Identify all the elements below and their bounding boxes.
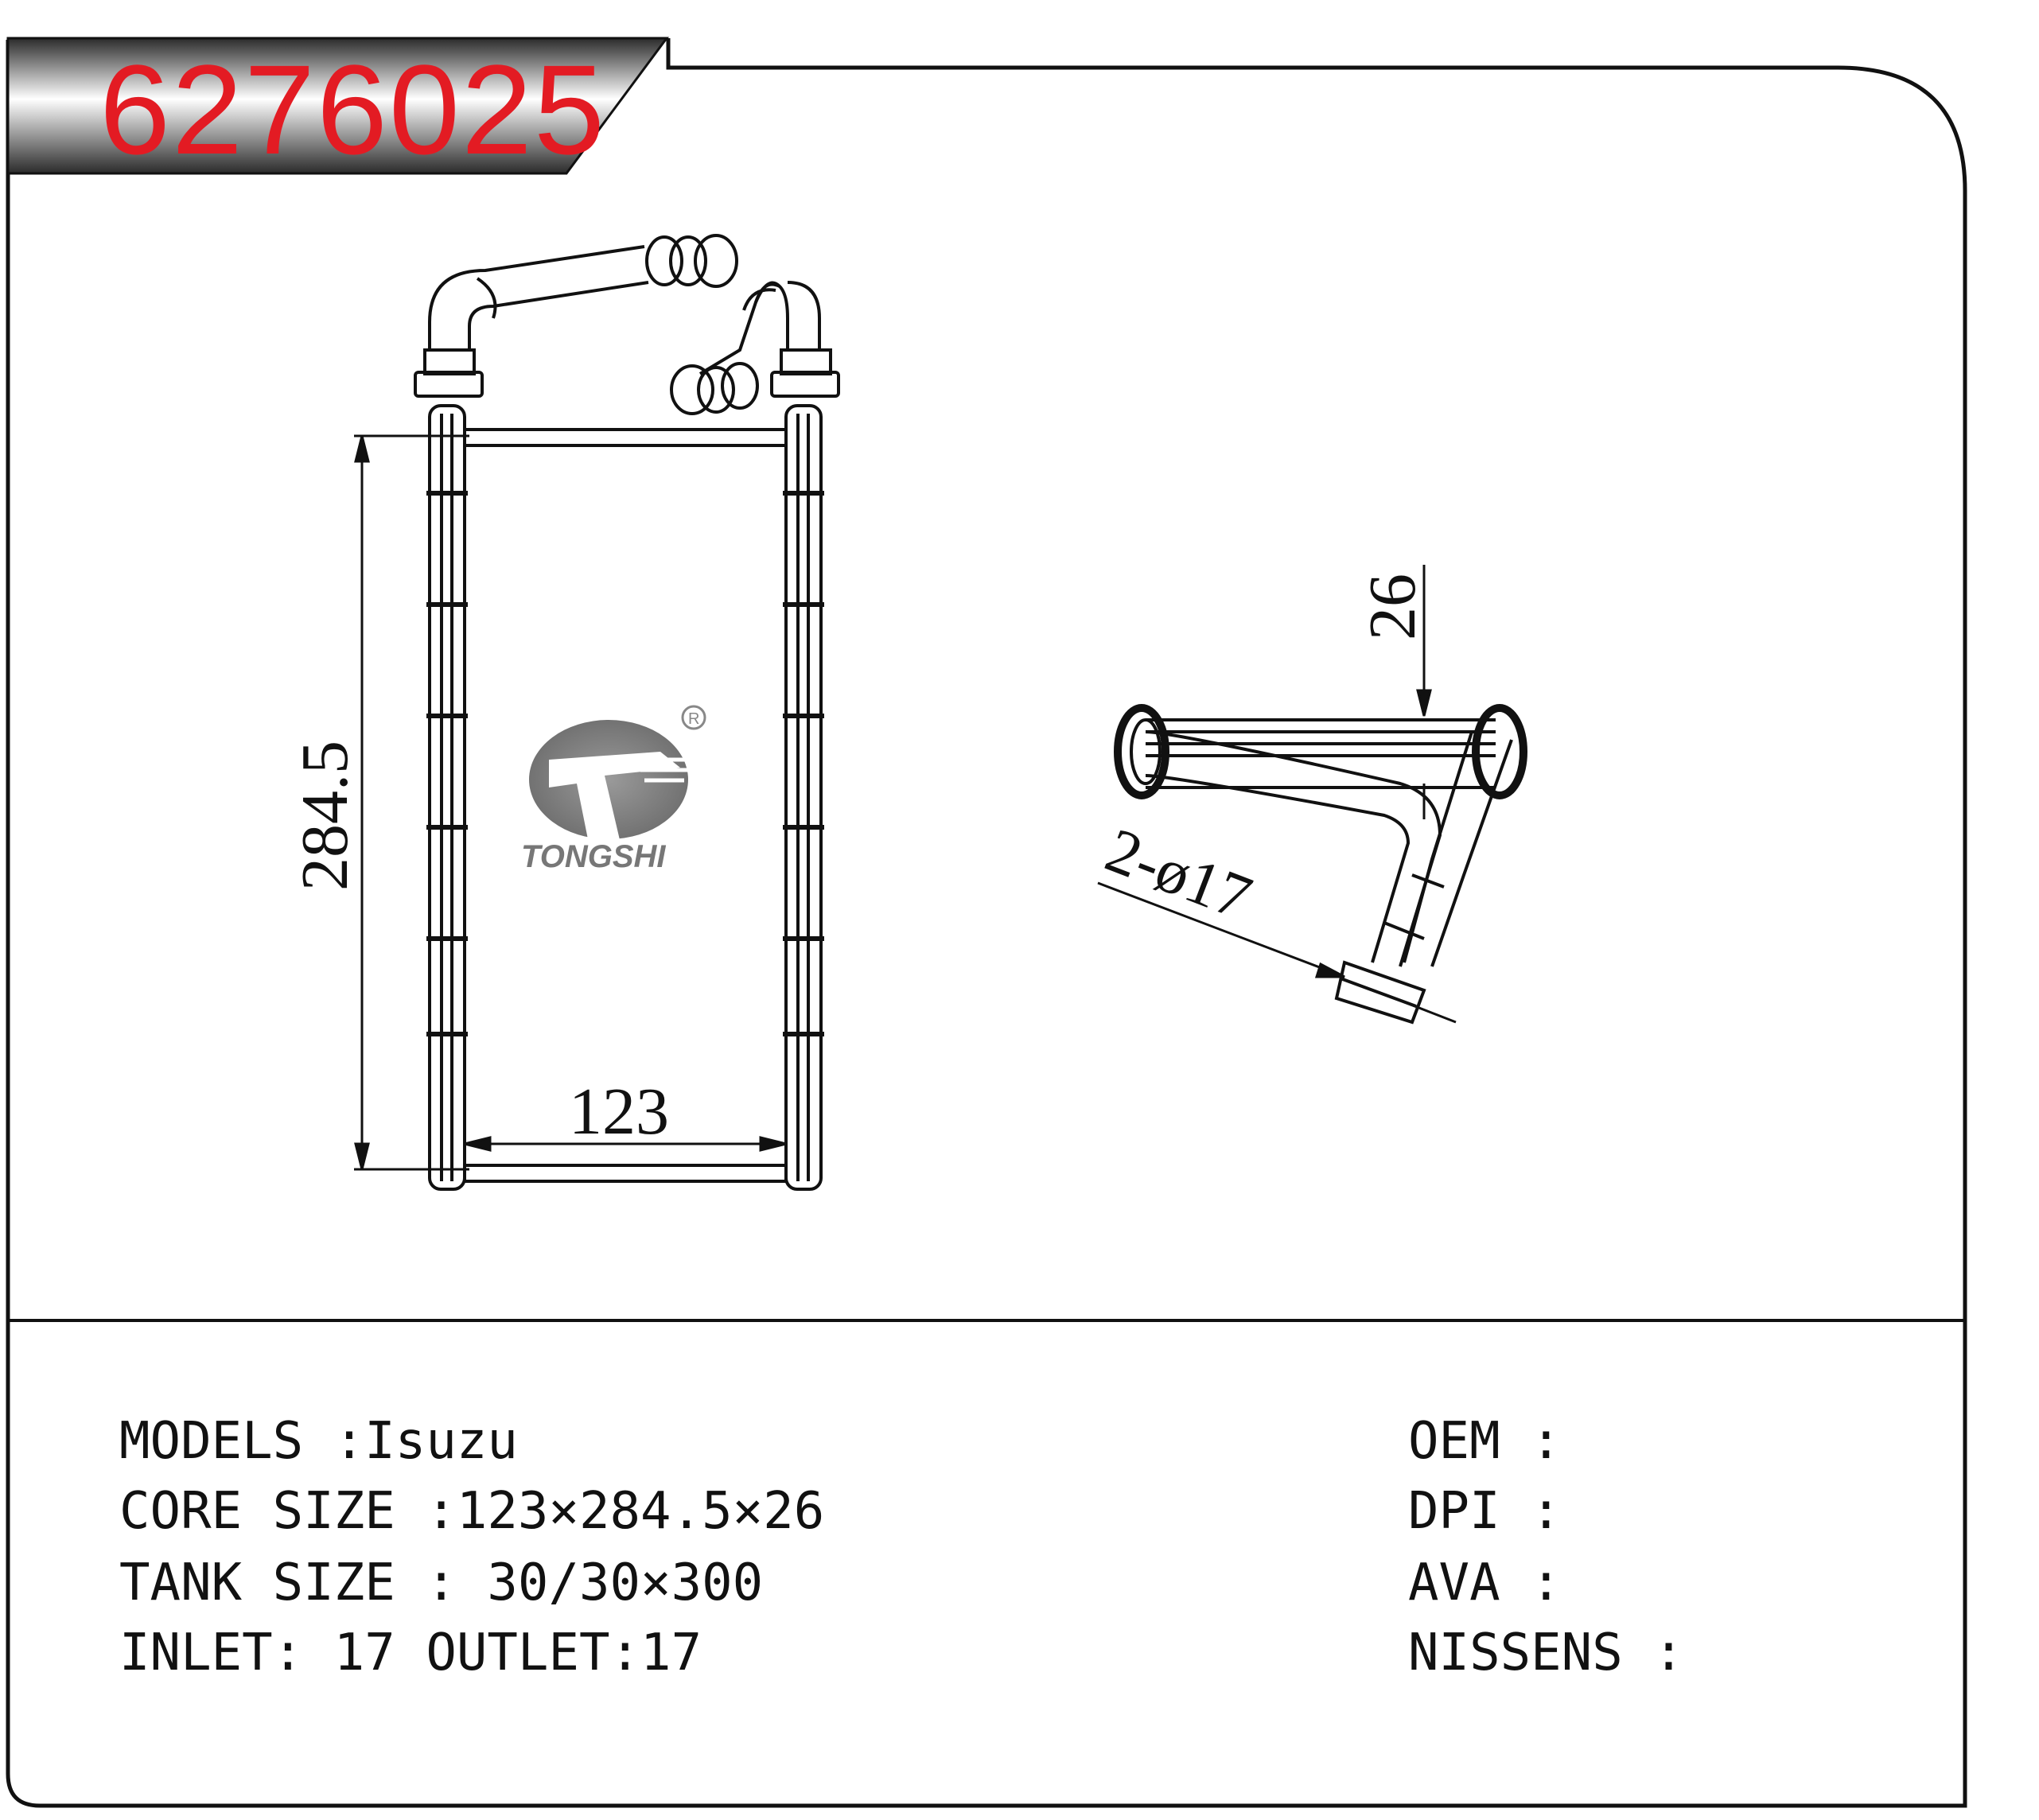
spec-models: MODELS :Isuzu xyxy=(119,1416,518,1467)
spec-oem: OEM : xyxy=(1408,1416,1562,1467)
spec-label: MODELS xyxy=(119,1412,304,1471)
dim-height-lines xyxy=(354,434,469,1171)
spec-value: : xyxy=(1500,1554,1562,1612)
registered-mark: R xyxy=(688,710,699,728)
spec-value: :123×284.5×26 xyxy=(395,1482,825,1541)
spec-label: INLET xyxy=(119,1624,273,1682)
spec-label: DPI xyxy=(1408,1482,1500,1541)
part-number: 6276025 xyxy=(99,38,606,181)
spec-value: : 30/30×300 xyxy=(395,1554,764,1612)
spec-label: NISSENS xyxy=(1408,1624,1623,1682)
spec-value: :Isuzu xyxy=(303,1412,518,1471)
spec-ava: AVA : xyxy=(1408,1558,1562,1608)
side-view xyxy=(1114,704,1527,1025)
dim-pipe-lines xyxy=(1097,881,1457,1024)
spec-value: : xyxy=(1500,1482,1562,1541)
dim-height-label: 284.5 xyxy=(288,741,362,891)
spec-inlet-outlet: INLET: 17 OUTLET:17 xyxy=(119,1628,702,1678)
spec-core-size: CORE SIZE :123×284.5×26 xyxy=(119,1486,824,1537)
outer-frame xyxy=(6,38,1967,1808)
dim-depth-label: 26 xyxy=(1356,574,1430,640)
dim-pipe-label: 2-ø17 xyxy=(1097,815,1261,934)
spec-nissens: NISSENS : xyxy=(1408,1628,1684,1678)
front-view xyxy=(414,234,840,1191)
dim-depth-lines xyxy=(1416,565,1432,819)
spec-dpi: DPI : xyxy=(1408,1486,1562,1537)
spec-value: : xyxy=(1622,1624,1684,1682)
spec-value: : xyxy=(1500,1412,1562,1471)
spec-value: : 17 OUTLET:17 xyxy=(272,1624,702,1682)
brand-logo: R TONGSHI xyxy=(521,705,706,874)
spec-label: TANK SIZE xyxy=(119,1554,395,1612)
logo-text: TONGSHI xyxy=(521,839,666,874)
spec-tank-size: TANK SIZE : 30/30×300 xyxy=(119,1558,763,1608)
dim-width-lines xyxy=(464,1136,787,1152)
dim-width-label: 123 xyxy=(569,1075,669,1149)
spec-label: OEM xyxy=(1408,1412,1500,1471)
title-banner xyxy=(6,37,669,175)
spec-label: AVA xyxy=(1408,1554,1500,1612)
spec-label: CORE SIZE xyxy=(119,1482,395,1541)
